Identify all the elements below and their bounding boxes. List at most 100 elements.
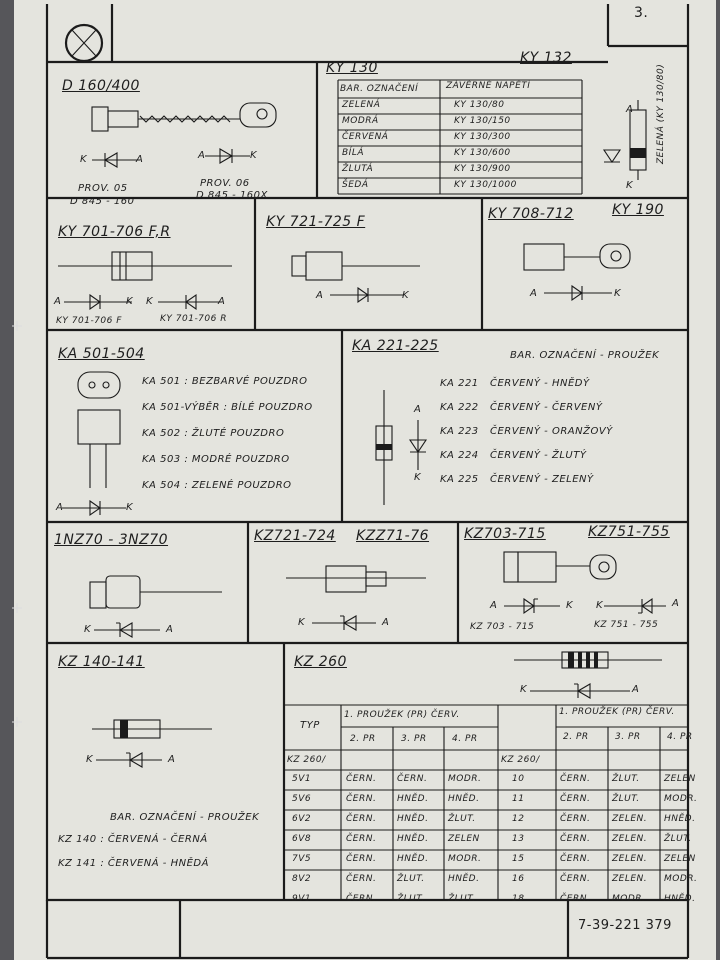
ky701-k1: K <box>126 296 134 307</box>
ky130-side-label: ZELENÁ (KY 130/80) <box>656 63 666 164</box>
kz260-cell: ČERN. <box>560 774 591 784</box>
kz141-line2: KZ 141 : ČERVENÁ - HNĚDÁ <box>58 858 209 869</box>
ka501-line: KA 504 : ZELENÉ POUZDRO <box>142 480 292 491</box>
ky130-col-color: BAR. OZNAČENÍ <box>340 84 419 94</box>
kz260-cell: ČERN. <box>346 774 377 784</box>
kz260-cell: ŽLUT. <box>612 794 640 804</box>
ka221-row-value: ČERVENÝ - ŽLUTÝ <box>490 450 587 461</box>
d160-prov1: PROV. 05 <box>78 183 128 194</box>
kz260-cell: HNĚD. <box>664 894 696 904</box>
kz260-cell: HNĚD. <box>397 834 429 844</box>
ky130-row-value: KY 130/80 <box>454 100 505 110</box>
kz260-cell: MODR. <box>448 854 482 864</box>
kz703-cap1: KZ 703 - 715 <box>470 622 535 632</box>
kz260-cell: ZELEN <box>448 834 480 844</box>
kz260-cell: HNĚD. <box>664 814 696 824</box>
axial-diode-icon <box>111 251 153 281</box>
zener-diode-icon-3 <box>113 719 161 739</box>
nz70-a: A <box>166 624 174 635</box>
ka501-title: KA 501-504 <box>58 346 145 362</box>
kz721-k: K <box>298 617 306 628</box>
kz260-cell: ŽLUT. <box>397 894 425 904</box>
ka501-k: K <box>126 502 134 513</box>
kz260-cell: 5V1 <box>292 774 312 784</box>
ky132-title: KY 132 <box>520 50 572 66</box>
ka221-row-value: ČERVENÝ - ORANŽOVÝ <box>490 426 613 437</box>
kz260-cell: MODR. <box>664 794 698 804</box>
kz260-typ: TYP <box>300 720 320 731</box>
kz260-cell: ČERN. <box>346 794 377 804</box>
d160-a1: A <box>136 154 144 165</box>
d160-a2: A <box>198 150 206 161</box>
d160-code2: D 845 - 160X <box>196 190 268 201</box>
kz260-cell: ZELEN <box>664 774 696 784</box>
kz260-pr4-right: 4. PR <box>667 732 693 742</box>
page-number: 3. <box>634 5 649 21</box>
ka221-row-value: ČERVENÝ - ČERVENÝ <box>490 402 603 413</box>
kz260-cell: HNĚD. <box>448 874 480 884</box>
ky130-row-value: KY 130/300 <box>454 132 511 142</box>
kz751-title: KZ751-755 <box>588 524 670 540</box>
kz260-pr3-right: 3. PR <box>615 732 641 742</box>
kzz71-title: KZZ71-76 <box>356 528 430 544</box>
kz260-cell: ČERN. <box>560 834 591 844</box>
kz260-cell: 18 <box>512 894 525 904</box>
kz703-k2: K <box>596 600 604 611</box>
kz260-cell: ČERN. <box>560 874 591 884</box>
ky130-a: A <box>626 104 634 115</box>
ka221-title: KA 221-225 <box>352 338 439 354</box>
kz703-k1: K <box>566 600 574 611</box>
kz703-cap2: KZ 751 - 755 <box>594 620 659 630</box>
d160-code1: D 845 - 160 <box>70 196 135 207</box>
kz260-cell: HNĚD. <box>397 814 429 824</box>
kz260-cell: 5V6 <box>292 794 312 804</box>
ky721-title: KY 721-725 F <box>266 214 366 230</box>
kz260-pr2-left: 2. PR <box>350 734 376 744</box>
kz260-cell: ČERN. <box>346 894 377 904</box>
kz260-cell: 16 <box>512 874 525 884</box>
kz260-cell: ČERN. <box>560 814 591 824</box>
ka221-header: BAR. OZNAČENÍ - PROUŽEK <box>510 350 660 361</box>
ky130-row-value: KY 130/1000 <box>454 180 517 190</box>
kz260-cell: ČERN. <box>397 774 428 784</box>
ky190-title: KY 190 <box>612 202 664 218</box>
kz260-cell: ČERN. <box>346 854 377 864</box>
ka221-row-type: KA 222 <box>440 402 479 413</box>
ka221-row-value: ČERVENÝ - HNĚDÝ <box>490 378 590 389</box>
kz260-cell: ČERN. <box>346 814 377 824</box>
ky708-title: KY 708-712 <box>488 206 574 222</box>
kz260-cell: HNĚD. <box>448 794 480 804</box>
kz260-cell: ZELEN <box>664 854 696 864</box>
kz260-cell: HNĚD. <box>397 794 429 804</box>
kz260-cell: 6V8 <box>292 834 312 844</box>
ky708-k: K <box>614 288 622 299</box>
kz260-cell: ZELEN. <box>612 814 648 824</box>
kz260-cell: MODR. <box>448 774 482 784</box>
ky701-title: KY 701-706 F,R <box>58 224 171 240</box>
ky130-col-voltage: ZÁVĚRNÉ NAPĚTÍ <box>446 81 531 91</box>
ka501-line: KA 501-VÝBĚR : BÍLÉ POUZDRO <box>142 402 313 413</box>
diode-body-icon <box>629 109 647 171</box>
kz260-cell: ČERN. <box>560 894 591 904</box>
ky130-k: K <box>626 180 634 191</box>
ky701-k2: K <box>146 296 154 307</box>
d160-k1: K <box>80 154 88 165</box>
diode-package-icon <box>77 371 121 399</box>
kz140-k: K <box>86 754 94 765</box>
ky721-k: K <box>402 290 410 301</box>
ka221-row-type: KA 225 <box>440 474 479 485</box>
ky701-cap1: KY 701-706 F <box>56 316 122 326</box>
glass-diode-icon <box>375 425 393 461</box>
ka501-a: A <box>56 502 64 513</box>
kz140-line1: KZ 140 : ČERVENÁ - ČERNÁ <box>58 834 208 845</box>
ky130-row-color: ČERVENÁ <box>342 132 389 142</box>
kz140-title: KZ 140-141 <box>58 654 145 670</box>
kz260-cell: MODR. <box>612 894 646 904</box>
kz721-title: KZ721-724 <box>254 528 336 544</box>
kz260-pr2-right: 2. PR <box>563 732 589 742</box>
kz260-cell: 7V5 <box>292 854 312 864</box>
ky130-row-value: KY 130/900 <box>454 164 511 174</box>
d160-k2: K <box>250 150 258 161</box>
ka221-row-type: KA 221 <box>440 378 479 389</box>
